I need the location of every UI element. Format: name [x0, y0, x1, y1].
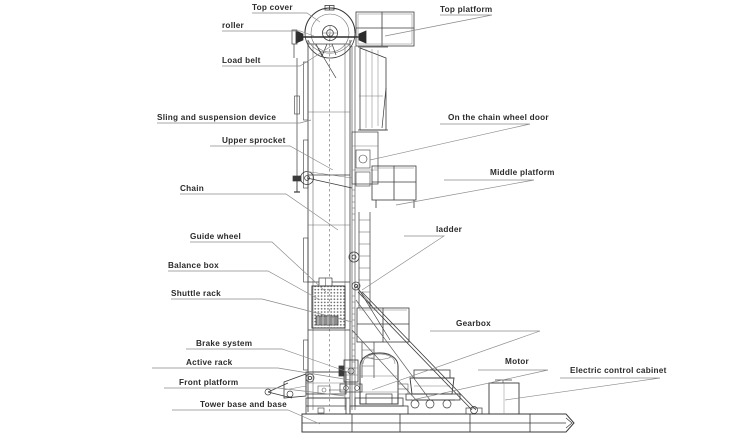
label-top-cover: Top cover — [252, 3, 293, 12]
label-active-rack: Active rack — [186, 358, 233, 367]
label-balance-box: Balance box — [168, 261, 219, 270]
label-electric-control-cabinet: Electric control cabinet — [570, 366, 667, 375]
electric-control-cabinet — [488, 379, 520, 415]
leader-motor — [411, 369, 549, 401]
label-motor: Motor — [505, 357, 529, 366]
gearbox — [349, 352, 409, 415]
label-middle-platform: Middle platform — [490, 168, 555, 177]
leader-brake-system — [186, 348, 349, 373]
leader-lines — [152, 12, 661, 425]
leader-guide-wheel — [190, 241, 327, 293]
base-plate — [301, 397, 575, 433]
label-ladder: ladder — [436, 225, 463, 234]
label-front-platform: Front platform — [179, 378, 239, 387]
leader-front-platform — [164, 387, 346, 397]
front-platform — [264, 371, 347, 399]
top-platform — [355, 11, 415, 47]
mast-column — [303, 34, 356, 412]
label-chain-wheel-door: On the chain wheel door — [448, 113, 549, 122]
label-guide-wheel: Guide wheel — [190, 232, 241, 241]
leader-gearbox — [371, 330, 541, 391]
leader-top-cover — [252, 12, 321, 23]
leader-chain — [180, 193, 339, 231]
label-gearbox: Gearbox — [456, 319, 491, 328]
discharge-chute — [358, 46, 388, 131]
label-roller: roller — [222, 21, 244, 30]
base-machinery-detail — [317, 383, 409, 395]
label-shuttle-rack: Shuttle rack — [171, 289, 221, 298]
brake-system — [338, 359, 363, 393]
leader-electric-control-cabinet — [504, 377, 661, 401]
leader-top-platform — [384, 14, 493, 37]
label-load-belt: Load belt — [222, 56, 261, 65]
leader-sling-suspension — [157, 119, 312, 124]
machine-outline — [264, 5, 575, 433]
leader-active-rack — [152, 367, 351, 381]
label-sling-suspension: Sling and suspension device — [157, 113, 277, 122]
sling-and-suspension-device — [292, 58, 302, 193]
label-chain: Chain — [180, 184, 204, 193]
label-top-platform: Top platform — [440, 5, 493, 14]
shuttle-rack — [315, 315, 339, 326]
leader-upper-sprocket — [210, 145, 334, 171]
leader-chain-wheel-door — [369, 123, 531, 161]
label-brake-system: Brake system — [196, 339, 253, 348]
label-upper-sprocket: Upper sprocket — [222, 136, 286, 145]
guide-wheel — [348, 251, 391, 341]
motor — [405, 369, 461, 409]
middle-platform — [371, 165, 417, 208]
leader-ladder — [361, 235, 446, 291]
leader-tower-base — [172, 409, 321, 425]
label-tower-base: Tower base and base — [200, 400, 287, 409]
leader-middle-platform — [395, 179, 535, 206]
leader-balance-box — [168, 270, 321, 301]
upper-sprocket — [300, 171, 353, 189]
ladder — [358, 212, 375, 378]
leader-shuttle-rack — [171, 298, 353, 323]
leader-load-belt — [222, 44, 334, 67]
leader-roller — [222, 30, 315, 37]
